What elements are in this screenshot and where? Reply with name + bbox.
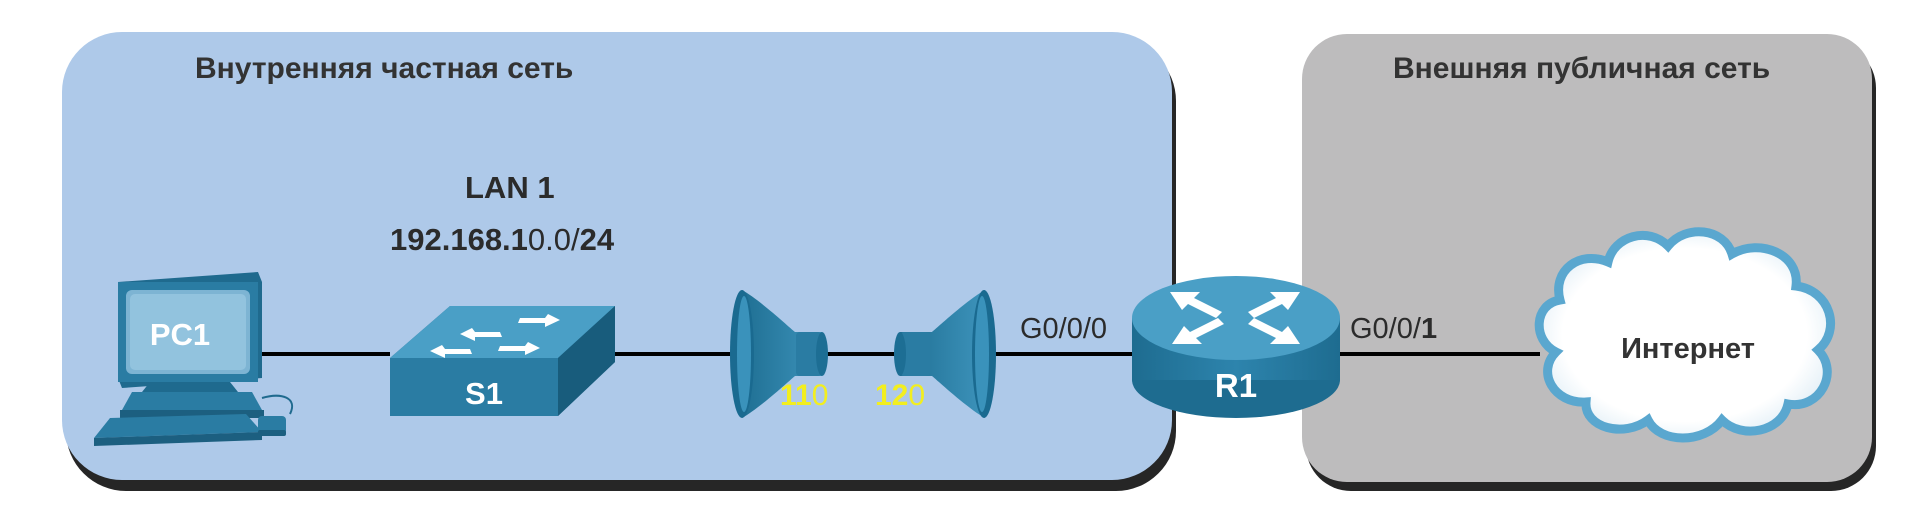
subnet-mid: 0.0/: [528, 222, 580, 257]
horn-right-digit-thin: 0: [908, 379, 925, 412]
horn-left-label: 110: [780, 379, 828, 412]
subnet-prefix: 192.168.1: [390, 222, 528, 257]
horn-icon: [730, 290, 828, 418]
switch-icon: [390, 306, 615, 416]
internet-label: Интернет: [1621, 333, 1755, 365]
horn-icon: [894, 290, 996, 418]
switch-arrows: [430, 314, 560, 358]
inside-zone: Внутренняя частная сеть: [62, 32, 1176, 491]
horn-left-device[interactable]: 110: [730, 290, 828, 418]
horn-left-digit-thin: 0: [812, 379, 829, 412]
horn-right-label: 120: [875, 379, 925, 412]
horn-right-digits: 12: [875, 379, 908, 412]
router-r1-device[interactable]: R1: [1132, 276, 1340, 418]
internet-cloud[interactable]: Интернет: [1534, 227, 1836, 443]
pc1-label: PC1: [150, 317, 210, 352]
interface-inside-label: G0/0/0: [1020, 313, 1107, 345]
horn-right-device[interactable]: 120: [875, 290, 996, 418]
router-arrows: [1170, 292, 1300, 344]
router-icon: [1132, 276, 1340, 418]
horn-left-digits: 11: [780, 379, 812, 412]
interface-outside-label: G0/0/1: [1350, 313, 1437, 345]
switch-s1-device[interactable]: S1: [390, 306, 615, 416]
pc1-device[interactable]: PC1: [94, 272, 293, 446]
inside-zone-title: Внутренняя частная сеть: [195, 52, 573, 85]
lan-name: LAN 1: [465, 170, 555, 205]
cloud-icon: [1534, 227, 1836, 443]
r1-label: R1: [1215, 367, 1257, 404]
lan-subnet: 192.168.10.0/24: [390, 222, 615, 257]
inside-zone-background: [62, 32, 1172, 480]
s1-label: S1: [465, 376, 503, 411]
interface-outside-prefix: G0/0/: [1350, 313, 1422, 345]
computer-icon: [94, 272, 293, 446]
subnet-mask: 24: [580, 222, 615, 257]
interface-outside-suffix: 1: [1421, 313, 1437, 345]
outside-zone-title: Внешняя публичная сеть: [1393, 52, 1770, 85]
